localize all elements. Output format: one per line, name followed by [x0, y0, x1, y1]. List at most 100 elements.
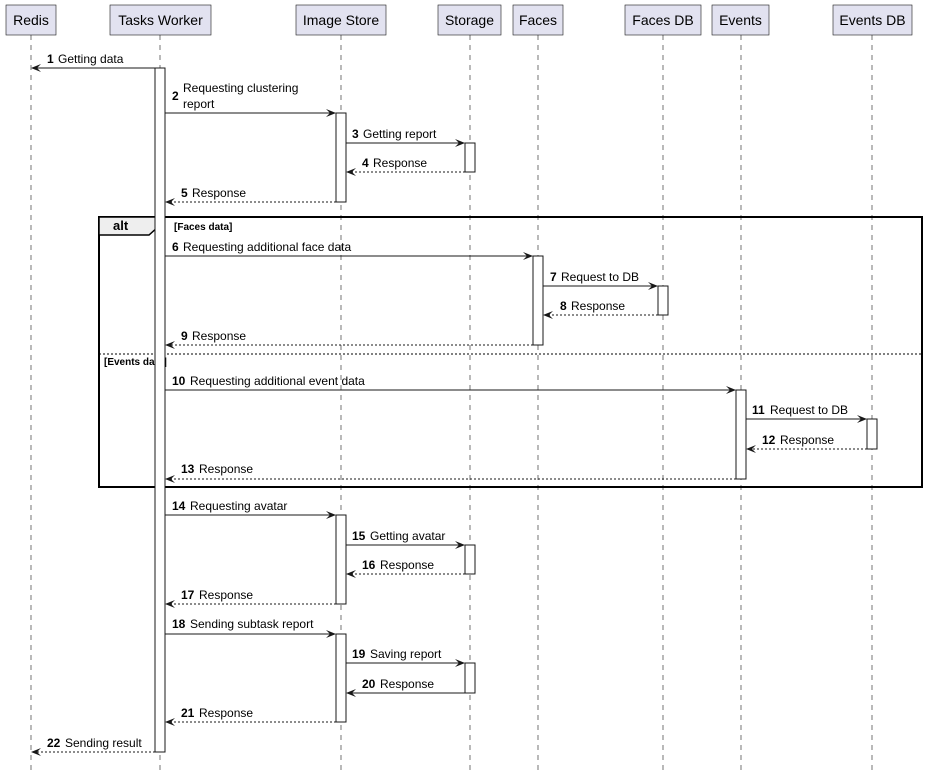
- message-10: 10 Requesting additional event data: [165, 374, 736, 394]
- activation-bars: [154, 67, 878, 753]
- participant-label: Storage: [445, 12, 494, 28]
- message-number: 5: [181, 186, 188, 200]
- message-number: 7: [550, 270, 557, 284]
- participant-tasks-worker: Tasks Worker: [109, 4, 212, 36]
- participant-box: [832, 4, 913, 36]
- activation-image-store: [335, 514, 347, 605]
- message-label: report: [183, 97, 215, 111]
- message-number: 15: [352, 529, 366, 543]
- message-arrowhead: [346, 689, 356, 697]
- message-label: Response: [380, 558, 434, 572]
- message-number: 22: [47, 736, 61, 750]
- message-number: 1: [47, 52, 54, 66]
- message-arrowhead: [326, 630, 336, 638]
- message-label: Sending result: [65, 736, 142, 750]
- participant-redis: Redis: [5, 4, 57, 36]
- message-label: Requesting clustering: [183, 81, 298, 95]
- participant-label: Faces DB: [632, 12, 693, 28]
- message-arrowhead: [165, 341, 175, 349]
- message-number: 11: [752, 403, 765, 417]
- alt-keyword: alt: [113, 218, 129, 233]
- message-number: 2: [172, 89, 179, 103]
- message-12: 12 Response: [746, 433, 867, 453]
- message-number: 13: [181, 462, 195, 476]
- activation-events: [735, 389, 747, 480]
- message-number: 8: [560, 299, 567, 313]
- alt-frame-tab: [98, 216, 160, 236]
- activation-storage: [464, 142, 476, 173]
- activation-storage: [464, 662, 476, 694]
- message-number: 18: [172, 617, 186, 631]
- activation-storage: [464, 544, 476, 575]
- message-number: 16: [362, 558, 376, 572]
- message-label: Requesting additional event data: [190, 374, 365, 388]
- participant-box: [5, 4, 57, 36]
- message-arrowhead: [648, 282, 658, 290]
- participant-label: Image Store: [303, 12, 379, 28]
- participant-label: Events DB: [839, 12, 905, 28]
- message-arrowhead: [746, 445, 756, 453]
- message-number: 19: [352, 647, 366, 661]
- message-21: 21 Response: [165, 706, 336, 726]
- activation-image-store: [335, 112, 347, 203]
- message-arrowhead: [455, 659, 465, 667]
- participant-storage: Storage: [437, 4, 502, 36]
- activation-faces-db: [657, 285, 669, 316]
- message-label: Response: [192, 186, 246, 200]
- message-22: 22 Sending result: [31, 736, 155, 756]
- participant-label: Redis: [13, 12, 49, 28]
- message-number: 9: [181, 329, 188, 343]
- message-arrowhead: [31, 64, 41, 72]
- participant-faces-db: Faces DB: [624, 4, 702, 36]
- message-arrowhead: [326, 109, 336, 117]
- message-16: 16 Response: [346, 558, 465, 578]
- message-number: 12: [762, 433, 776, 447]
- message-label: Response: [199, 462, 253, 476]
- participant-box: [512, 4, 564, 36]
- participant-faces: Faces: [512, 4, 564, 36]
- message-arrowhead: [857, 415, 867, 423]
- message-7: 7 Request to DB: [543, 270, 658, 290]
- participant-box: [437, 4, 502, 36]
- alt-frame: alt[Faces data][Events data]: [98, 216, 923, 488]
- message-label: Response: [199, 706, 253, 720]
- message-arrowhead: [165, 600, 175, 608]
- message-label: Getting report: [363, 127, 437, 141]
- message-number: 14: [172, 499, 186, 513]
- message-arrowhead: [326, 511, 336, 519]
- participant-box: [624, 4, 702, 36]
- message-label: Response: [780, 433, 834, 447]
- message-arrowhead: [165, 475, 175, 483]
- participant-events-db: Events DB: [832, 4, 913, 36]
- activation-faces: [532, 255, 544, 346]
- message-label: Request to DB: [561, 270, 639, 284]
- message-number: 21: [181, 706, 195, 720]
- message-label: Requesting avatar: [190, 499, 287, 513]
- message-2: 2 Requesting clustering report: [165, 81, 336, 117]
- message-number: 20: [362, 677, 376, 691]
- alt-guard-faces: [Faces data]: [174, 222, 232, 233]
- participant-events: Events: [711, 4, 770, 36]
- message-number: 4: [362, 156, 369, 170]
- message-label: Getting data: [58, 52, 124, 66]
- message-arrowhead: [523, 252, 533, 260]
- participant-box: [109, 4, 212, 36]
- message-label: Response: [192, 329, 246, 343]
- message-8: 8 Response: [543, 299, 658, 319]
- message-label: Response: [199, 588, 253, 602]
- message-arrowhead: [726, 386, 736, 394]
- message-label: Response: [571, 299, 625, 313]
- message-label: Sending subtask report: [190, 617, 314, 631]
- activation-events-db: [866, 418, 878, 450]
- message-number: 10: [172, 374, 186, 388]
- participant-box: [711, 4, 770, 36]
- activation-tasks-worker: [154, 67, 166, 753]
